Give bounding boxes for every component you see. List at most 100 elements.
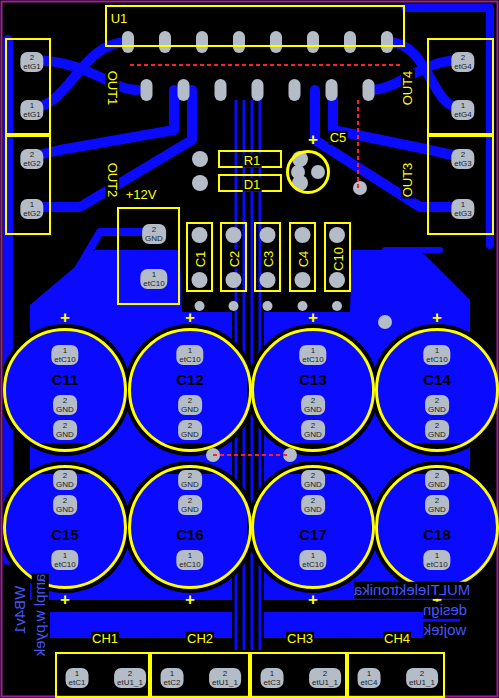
electrolytic-capacitor: C111 etC102 GND2 GND — [3, 328, 127, 452]
polarity-mark: + — [60, 591, 70, 610]
diode-symbol: D1 — [218, 174, 282, 192]
terminal-block: CH11 etC12 etU1_1 — [55, 652, 150, 698]
electrolytic-capacitor: C172 GND2 GND1 etC10 — [251, 465, 375, 589]
pin-label: 1 etC1 — [66, 668, 89, 688]
terminal-block: CH41 etC42 etU1_1 — [347, 652, 445, 698]
capacitor-symbol: C10 — [324, 222, 351, 292]
pin-label: 2 GND — [301, 470, 325, 490]
cap-copper — [130, 330, 250, 450]
ic-pin-pad — [159, 31, 171, 53]
outline-circle — [5, 330, 126, 451]
pin-label: 1 etC10 — [423, 550, 450, 570]
electrolytic-capacitor: C131 etC102 GND2 GND — [251, 328, 375, 452]
pin-label: 2 etG3 — [451, 149, 474, 169]
part-label: CH3 — [286, 632, 314, 646]
pin-label: 1 etG1 — [20, 100, 43, 120]
ic-pin-pad — [196, 31, 208, 53]
electrolytic-capacitor: C141 etC102 GND2 GND — [375, 328, 499, 452]
cap-pad — [329, 272, 345, 288]
pin-label: 2 etG4 — [451, 52, 474, 72]
pin-label: 2 GND — [53, 495, 77, 515]
ic-pin-pad — [363, 79, 375, 101]
polarity-mark: + — [308, 591, 318, 610]
pin-label: 2 GND — [178, 395, 202, 415]
pin-label: 1 etC10 — [299, 550, 326, 570]
ic-pin-pad — [326, 79, 338, 101]
cap-pad — [295, 272, 311, 288]
ic-outline: U1 — [105, 5, 405, 47]
part-label: CH2 — [186, 632, 214, 646]
cap-copper — [130, 467, 250, 587]
electrolytic-capacitor: C121 etC102 GND2 GND — [128, 328, 252, 452]
connector-label: OUT3 — [401, 162, 415, 199]
cap-pad — [260, 227, 276, 243]
electrolytic-capacitor: C162 GND2 GND1 etC10 — [128, 465, 252, 589]
terminal-block: CH21 etC22 etU1_1 — [150, 652, 250, 698]
part-label: C12 — [174, 372, 206, 389]
pin-label: 2 GND — [53, 420, 77, 440]
part-label: C3 — [262, 250, 276, 269]
via — [298, 301, 308, 311]
ic-pin-pad — [381, 31, 393, 53]
via — [332, 301, 342, 311]
via — [229, 301, 239, 311]
part-label: D1 — [243, 178, 262, 192]
via — [195, 301, 205, 311]
mirrored-text: MULTIelektronika — [354, 582, 470, 599]
terminal-block: +12V2 GND1 etC10 — [117, 207, 180, 305]
pin-label: 2 GND — [301, 495, 325, 515]
ic-pin-pad — [344, 31, 356, 53]
capacitor-symbol: C4 — [289, 222, 316, 292]
cap-pad — [260, 272, 276, 288]
polarity-mark: + — [185, 591, 195, 610]
cap-copper — [5, 330, 125, 450]
outline-circle — [288, 152, 329, 193]
cap-clearance — [124, 324, 256, 456]
polarity-mark: + — [432, 309, 442, 328]
outline-circle — [130, 467, 251, 588]
ic-pin-pad — [215, 79, 227, 101]
cap-pad — [295, 227, 311, 243]
cap-copper — [377, 330, 497, 450]
part-label: C16 — [174, 527, 206, 544]
pin-label: 2 etG1 — [20, 52, 43, 72]
pin-label: 1 etC2 — [161, 668, 184, 688]
capacitor-symbol: C1 — [186, 222, 213, 292]
connector-label: OUT4 — [401, 70, 415, 107]
ic-pin-pad — [141, 79, 153, 101]
pin-label: 1 etC10 — [176, 345, 203, 365]
mirrored-text: ampl w.pyek — [32, 574, 49, 657]
ic-pin-pad — [289, 79, 301, 101]
pin-label: 1 etC10 — [423, 345, 450, 365]
pin-label: 2 etU1_1 — [114, 668, 146, 688]
polarity-mark: + — [308, 131, 318, 150]
pin-label: 1 etC3 — [261, 668, 284, 688]
via — [263, 301, 273, 311]
part-label: C13 — [297, 372, 329, 389]
terminal-block: CH31 etC32 etU1_1 — [250, 652, 347, 698]
pin-label: 2 GND — [425, 420, 449, 440]
outline-circle — [377, 330, 498, 451]
pin-label: 2 etG2 — [20, 149, 43, 169]
part-label: CH4 — [383, 632, 411, 646]
cap-clearance — [247, 461, 379, 593]
part-label: C2 — [228, 250, 242, 269]
cap-pad — [226, 227, 242, 243]
part-label: C1 — [194, 250, 208, 269]
pin-label: 2 GND — [425, 495, 449, 515]
pin-label: 2 GND — [53, 470, 77, 490]
cap-pad — [192, 227, 208, 243]
pin-label: 1 etC10 — [176, 550, 203, 570]
pin-label: 1 etC10 — [299, 345, 326, 365]
outline-circle — [253, 467, 374, 588]
ic-pin-pad — [252, 79, 264, 101]
cap-pad — [329, 227, 345, 243]
cap-copper — [253, 330, 373, 450]
pin-label: 1 etG2 — [20, 199, 43, 219]
part-label: CH1 — [91, 632, 119, 646]
polarity-mark: + — [308, 309, 318, 328]
pin-label: 2 etU1_1 — [406, 668, 438, 688]
capacitor-symbol: C3 — [254, 222, 281, 292]
pin-label: 2 GND — [142, 224, 166, 244]
ic-pin-pad — [233, 31, 245, 53]
